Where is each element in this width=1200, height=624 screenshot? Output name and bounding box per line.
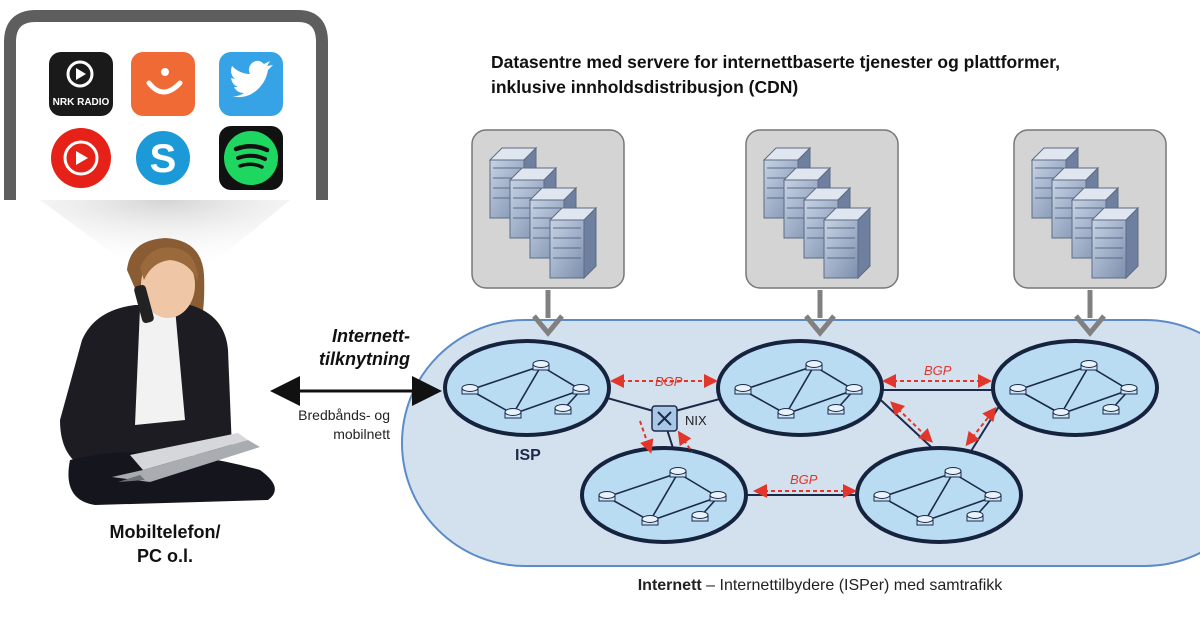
router-icon	[598, 491, 616, 502]
datacenter-title: Datasentre med servere for internettbase…	[491, 50, 1191, 100]
router-icon	[669, 467, 687, 478]
router-icon	[1120, 384, 1138, 395]
isp-label: ISP	[515, 447, 541, 464]
isp-networks	[443, 339, 1159, 544]
internet-caption: Internett – Internettilbydere (ISPer) me…	[560, 577, 1080, 595]
isp-network-2	[716, 339, 884, 437]
server-racks	[488, 146, 1140, 280]
router-icon	[641, 515, 659, 526]
router-icon	[827, 404, 845, 415]
device-label-line-1: Mobiltelefon/	[109, 522, 221, 542]
router-icon	[734, 384, 752, 395]
nix-exchange	[651, 405, 678, 432]
device-label-line-2: PC o.l.	[136, 546, 193, 566]
isp-network-5	[855, 446, 1023, 544]
isp-network-3	[991, 339, 1159, 437]
device-label: Mobiltelefon/ PC o.l.	[70, 520, 260, 568]
svg-text:S: S	[150, 137, 177, 181]
router-icon	[916, 515, 934, 526]
server-icon	[548, 206, 598, 280]
router-icon	[805, 360, 823, 371]
phone-screen-cone	[40, 200, 290, 270]
caption-rest: – Internettilbydere (ISPer) med samtrafi…	[701, 577, 1003, 594]
router-icon	[1052, 408, 1070, 419]
vipps-icon	[131, 52, 195, 116]
datacenter-title-line-1: Datasentre med servere for internettbase…	[491, 52, 1060, 72]
nix-label: NIX	[685, 413, 707, 428]
datacenter-arrows	[532, 290, 1106, 337]
router-icon	[461, 384, 479, 395]
bgp-label-3: BGP	[790, 472, 818, 487]
router-icon	[709, 491, 727, 502]
server-icon	[1090, 206, 1140, 280]
router-icon	[1102, 404, 1120, 415]
router-icon	[777, 408, 795, 419]
connection-label-line-2: tilknytning	[319, 349, 410, 369]
skype-icon: S	[131, 126, 195, 190]
person-with-laptop-illustration	[60, 238, 275, 505]
network-type-label: Bredbånds- og mobilnett	[280, 406, 390, 444]
caption-bold: Internett	[637, 577, 702, 594]
router-icon	[845, 384, 863, 395]
nrk-radio-logo-text: NRK RADIO	[53, 97, 110, 108]
youtube-music-icon	[49, 126, 113, 190]
router-icon	[966, 511, 984, 522]
bgp-label-2: BGP	[924, 363, 952, 378]
router-icon	[504, 408, 522, 419]
server-icon	[822, 206, 872, 280]
router-icon	[691, 511, 709, 522]
network-type-line-2: mobilnett	[333, 426, 390, 442]
router-icon	[1009, 384, 1027, 395]
router-icon	[1080, 360, 1098, 371]
router-icon	[532, 360, 550, 371]
spotify-icon	[219, 126, 283, 190]
connection-label-line-1: Internett-	[332, 326, 410, 346]
twitter-icon	[219, 52, 283, 116]
nrk-radio-icon: NRK RADIO	[49, 52, 113, 116]
isp-network-1	[443, 339, 611, 437]
router-icon	[944, 467, 962, 478]
isp-network-4	[580, 446, 748, 544]
bgp-label-1: BGP	[655, 374, 683, 389]
router-icon	[572, 384, 590, 395]
server-icon	[762, 146, 812, 220]
connection-label: Internett- tilknytning	[275, 325, 410, 371]
network-type-line-1: Bredbånds- og	[298, 407, 390, 423]
datacenter-title-line-2: inklusive innholdsdistribusjon (CDN)	[491, 77, 799, 97]
router-icon	[873, 491, 891, 502]
router-icon	[554, 404, 572, 415]
bgp-links	[610, 374, 997, 498]
router-icon	[984, 491, 1002, 502]
